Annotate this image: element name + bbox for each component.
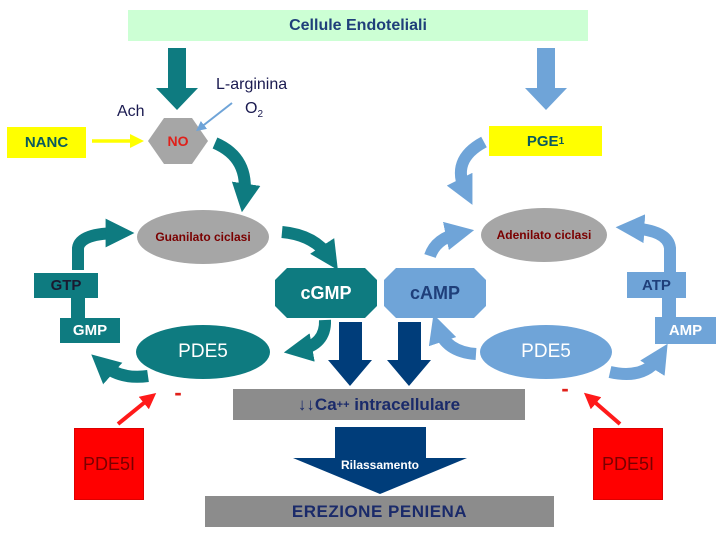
adenilato-ciclasi-label: Adenilato ciclasi <box>496 228 592 242</box>
title-banner <box>128 10 588 41</box>
calcium-bar: ↓↓Ca++ intracellulare <box>233 389 525 420</box>
o2-label: O2 <box>245 100 264 121</box>
endothelial-to-pge1-arrow <box>525 48 567 110</box>
l-arginina-label: L-arginina <box>216 76 288 93</box>
pde5i-right-box: PDE5I <box>593 428 663 500</box>
camp-octagon <box>384 268 486 318</box>
cgmp-octagon <box>275 268 377 318</box>
pge1-to-adenilato-arrow <box>446 136 488 205</box>
pde5-left-label: PDE5 <box>178 341 228 362</box>
relaxation-label: Rilassamento <box>340 458 420 472</box>
pde5i-right-arrow <box>583 392 622 426</box>
cgmp-label: cGMP <box>300 282 352 303</box>
no-to-guanilato-arrow <box>212 137 261 213</box>
gtp-to-guanilato-arrow <box>72 218 135 270</box>
minus-left: - <box>174 380 182 405</box>
pde5-to-amp-arrow <box>608 343 668 380</box>
cgmp-to-pde5-arrow <box>283 319 331 362</box>
camp-to-calcium-arrow <box>387 322 431 386</box>
relaxation-arrow <box>293 427 467 494</box>
pde5i-left-arrow <box>116 392 157 426</box>
adenilato-ciclasi-ellipse <box>481 208 607 262</box>
erection-bar: EREZIONE PENIENA <box>205 496 554 527</box>
title-label: Cellule Endoteliali <box>289 16 427 34</box>
gtp-gmp-connector <box>71 296 85 320</box>
no-label: NO <box>167 133 189 149</box>
amp-box: AMP <box>655 317 716 344</box>
gtp-box: GTP <box>34 273 98 298</box>
pde5-to-gmp-arrow <box>91 354 149 385</box>
pde5-to-camp-arrow <box>428 314 477 360</box>
pde5-right-label: PDE5 <box>521 341 571 362</box>
atp-box: ATP <box>627 272 686 298</box>
atp-amp-connector <box>662 296 676 318</box>
cgmp-to-calcium-arrow <box>328 322 372 386</box>
pde5-right-ellipse <box>480 325 612 379</box>
pde5-left-ellipse <box>136 325 270 379</box>
l-arginina-arrow <box>196 102 233 132</box>
endothelial-to-no-arrow <box>156 48 198 110</box>
camp-label: cAMP <box>409 282 460 303</box>
guanilato-ciclasi-ellipse <box>137 210 269 264</box>
minus-right: - <box>561 376 569 401</box>
ach-label: Ach <box>117 103 145 120</box>
atp-to-adenilato-arrow <box>615 214 676 272</box>
no-hexagon <box>148 118 208 164</box>
adenilato-to-camp-arrow <box>424 221 475 259</box>
gmp-box: GMP <box>60 318 120 343</box>
pde5i-left-box: PDE5I <box>74 428 144 500</box>
guanilato-ciclasi-label: Guanilato ciclasi <box>155 230 251 244</box>
guanilato-to-cgmp-arrow <box>281 226 338 271</box>
nanc-box: NANC <box>7 127 86 158</box>
